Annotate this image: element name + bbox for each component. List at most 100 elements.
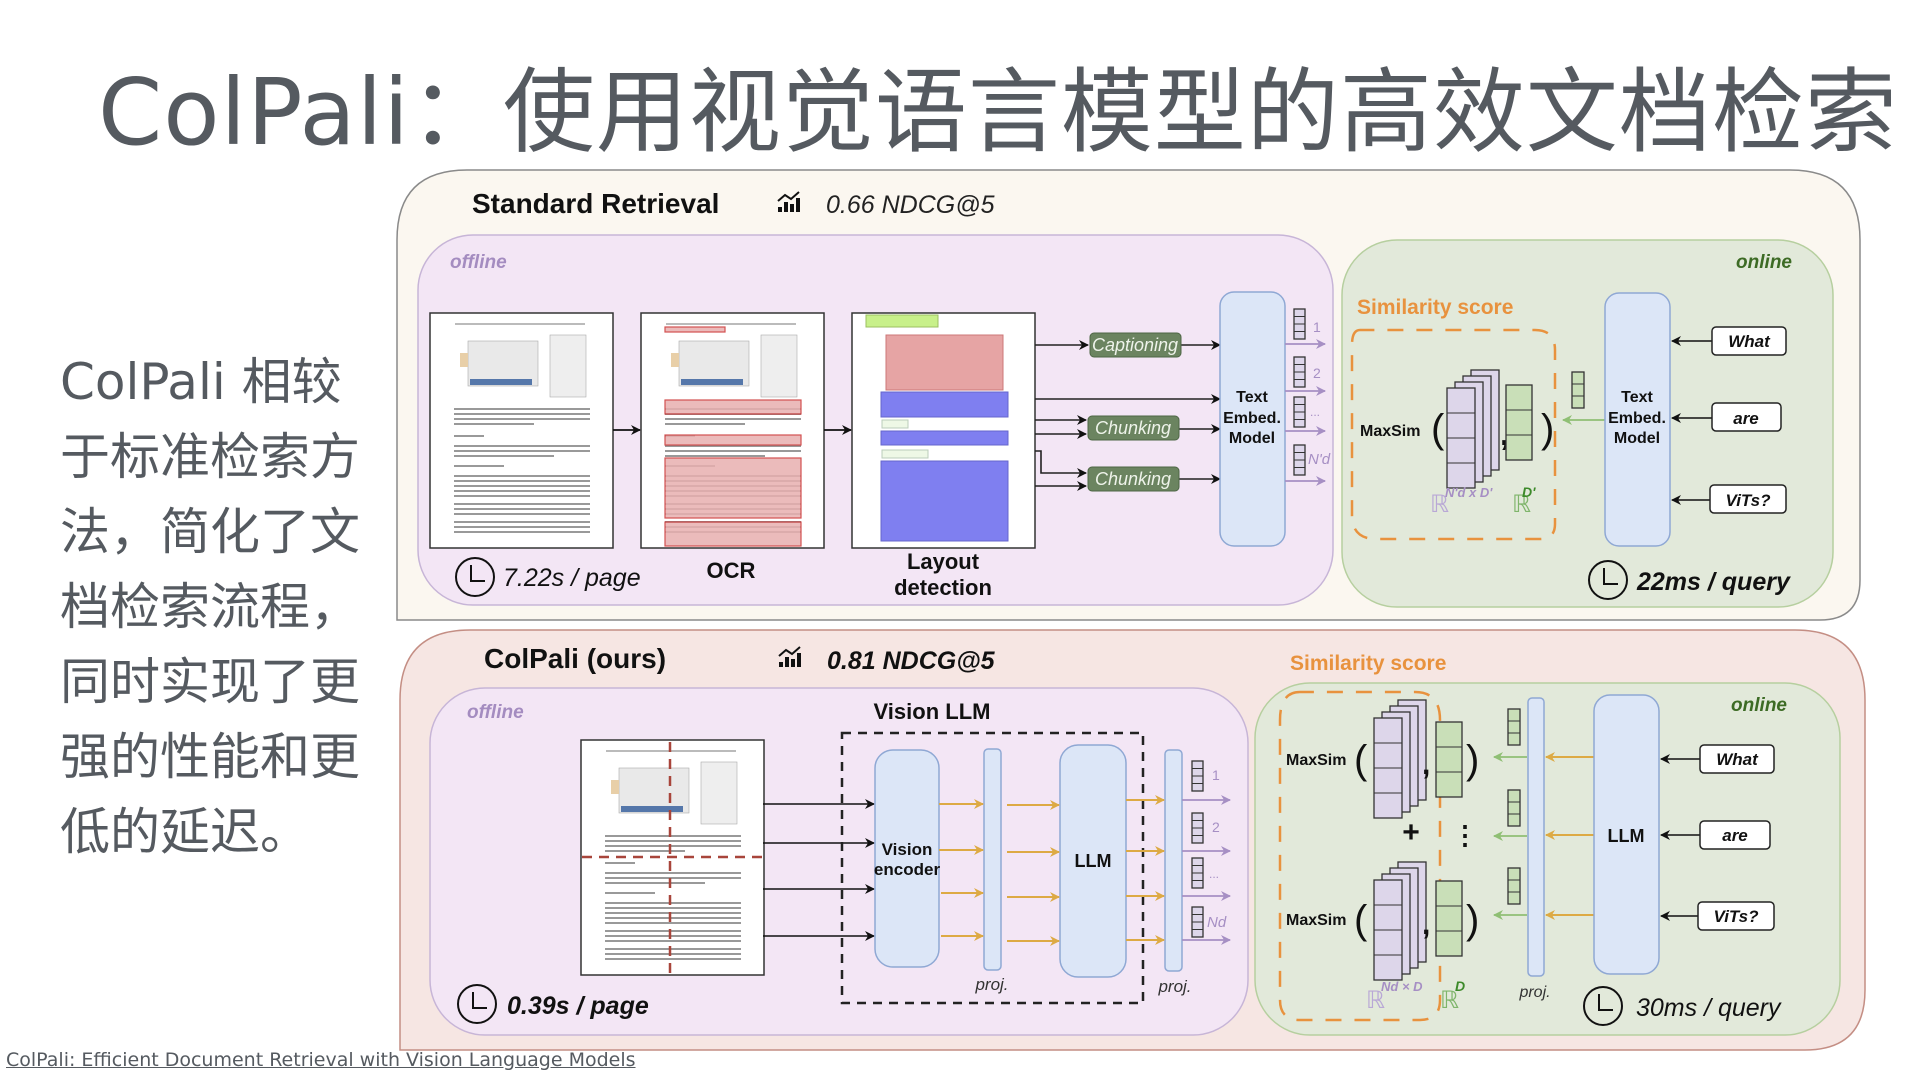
projection-layer [1164,749,1183,972]
embedding-vector-icon [1191,857,1204,889]
document-page-ocr [640,312,825,549]
svg-text:1: 1 [1313,319,1321,335]
vertical-ellipsis: ⋮ [1452,820,1478,850]
svg-text:2: 2 [1313,365,1321,381]
document-page-layout [851,312,1036,549]
query-vector-icon [1507,708,1521,746]
summary-line: 档检索流程， [60,578,360,636]
similarity-score-box [1278,690,1442,1022]
colpali-panel: ColPali (ours) 0.81 NDCG@5 offline Visio… [399,629,1866,1051]
svg-text:LLM: LLM [1075,851,1112,871]
colpali-metric: 0.81 NDCG@5 [827,647,996,675]
query-token-box [1697,901,1775,931]
proj-label: proj. [1157,977,1191,996]
svg-text:...: ... [1209,867,1219,881]
standard-online-time: 22ms / query [1636,568,1791,596]
query-tokens: What are ViTs? [1671,326,1787,514]
captioning-box: Captioning [1089,332,1182,358]
chunking-box: Chunking [1087,466,1180,492]
colpali-title: ColPali (ours) [484,643,666,674]
query-embedding-space: D' [1522,484,1536,500]
summary-text: ColPali 相较 于标准检索方 法，简化了文 档检索流程， 同时实现了更 强… [60,345,380,870]
svg-text:LLM: LLM [1608,826,1645,846]
summary-line: 强的性能和更 [60,728,360,786]
patch-connectors [763,799,875,941]
standard-offline-time: 7.22s / page [503,564,641,592]
svg-text:2: 2 [1212,819,1220,835]
comma: , [1422,748,1430,781]
standard-offline-label: offline [450,252,507,273]
query-token-box [1709,484,1787,514]
step-label-ocr: OCR [707,558,756,583]
svg-text:1: 1 [1212,767,1220,783]
embedding-vector-icon [1293,308,1306,340]
text-embed-model-online: Text Embed. Model [1604,292,1671,547]
standard-online-box [1341,239,1834,608]
document-page-original [429,312,614,549]
query-token-box [1699,744,1775,774]
query-tokens: What are ViTs? [1660,744,1775,931]
comma: , [1422,908,1430,941]
query-vector-icon [1507,789,1521,827]
document-page-patches [580,739,765,976]
svg-text:What: What [1716,750,1759,769]
colpali-online-box [1254,682,1841,1036]
comma: , [1500,416,1509,452]
chunking-box: Chunking [1087,415,1180,441]
svg-text:Embed.: Embed. [1223,410,1281,427]
embedding-vector-icon [1191,760,1204,792]
llm-online: LLM [1593,694,1660,975]
svg-text:Text: Text [1236,389,1268,406]
summary-line: 法，简化了文 [60,503,360,561]
layout-connectors [1035,340,1221,491]
query-token-box [1711,326,1787,356]
embedding-vector-icon [1293,444,1306,476]
vision-llm-title: Vision LLM [874,699,991,724]
colpali-online-time: 30ms / query [1636,994,1782,1022]
embedding-vector-icon [1191,906,1204,938]
svg-text:Model: Model [1229,430,1275,447]
paren-close: ) [1466,898,1479,942]
proj-label: proj. [1518,984,1550,1001]
paper-reference-link[interactable]: ColPali: Efficient Document Retrieval wi… [6,1049,636,1071]
vision-llm-box [840,731,1145,1005]
maxsim-label: MaxSim [1286,912,1346,929]
colpali-online-label: online [1731,695,1787,716]
paren-open: ( [1354,738,1368,782]
svg-text:Chunking: Chunking [1095,418,1171,438]
maxsim-label: MaxSim [1360,423,1420,440]
query-vectors [1493,708,1527,920]
svg-text:Chunking: Chunking [1095,469,1171,489]
standard-similarity-title: Similarity score [1357,296,1513,319]
query-embedding-icon [1505,384,1533,461]
svg-text:Captioning: Captioning [1092,335,1178,355]
svg-text:Text: Text [1621,389,1653,406]
embedding-vector-icon [1293,396,1306,428]
summary-line: ColPali 相较 [60,353,342,411]
query-embedding-icon [1435,721,1463,798]
text-embed-model-offline: Text Embed. Model [1219,291,1286,547]
token-arrows [939,795,1165,946]
colpali-offline-embeddings: 1 2 ... Nd [1182,760,1231,945]
colpali-offline-label: offline [467,702,524,723]
svg-text:What: What [1728,332,1771,351]
svg-text:ViTs?: ViTs? [1725,491,1771,510]
summary-line: 同时实现了更 [60,653,360,711]
svg-text:are: are [1733,409,1759,428]
standard-online-label: online [1736,252,1792,273]
step-label-layout: Layout [907,549,980,574]
projection-layer [1527,697,1545,977]
svg-text:encoder: encoder [874,860,941,879]
proj-label: proj. [974,975,1008,994]
colpali-similarity-title: Similarity score [1290,652,1446,675]
svg-text:are: are [1722,826,1748,845]
svg-text:Model: Model [1614,430,1660,447]
colpali-offline-time: 0.39s / page [507,992,649,1020]
query-vector-icon [1571,371,1585,409]
slide-title: ColPali：使用视觉语言模型的高效文档检索 [98,59,1898,166]
query-embedding-icon [1435,880,1463,957]
vision-encoder: Vision encoder [874,749,941,968]
standard-retrieval-panel: Standard Retrieval 0.66 NDCG@5 offline [396,169,1861,621]
real-space-symbol: ℝ [1366,987,1385,1014]
